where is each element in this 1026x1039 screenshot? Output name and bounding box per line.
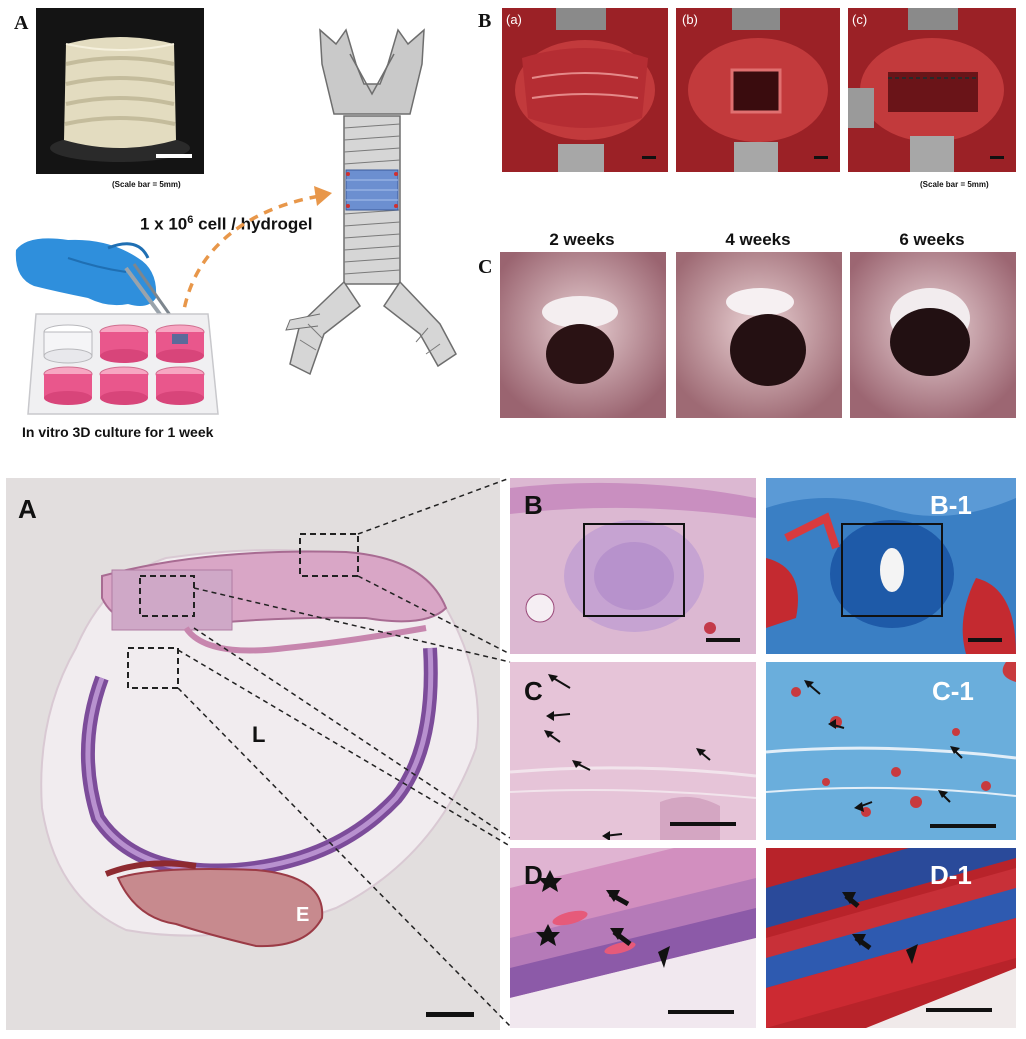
well-plate-illustration xyxy=(27,313,219,415)
overview-panel-label: A xyxy=(18,494,37,524)
histology-panel-b1 xyxy=(766,478,1016,654)
lumen-label: L xyxy=(252,722,266,747)
histology-panel-c xyxy=(510,662,756,840)
surgery-photo-a xyxy=(502,8,668,172)
overview-section xyxy=(6,478,500,1030)
histology-panel-c1 xyxy=(766,662,1016,840)
histology-label-c: C xyxy=(524,676,543,706)
endoscopy-6-weeks xyxy=(850,252,1016,418)
culture-caption: In vitro 3D culture for 1 week xyxy=(22,424,214,440)
timepoint-2-weeks: 2 weeks xyxy=(549,230,615,249)
endoscopy-2-weeks xyxy=(500,252,666,418)
histology-label-b1: B-1 xyxy=(930,490,972,520)
histology-label-c1: C-1 xyxy=(932,676,974,706)
surgery-sub-c: (c) xyxy=(852,12,868,27)
trachea-illustration xyxy=(285,28,457,376)
histology-panel-b xyxy=(510,478,756,654)
endoscopy-4-weeks xyxy=(676,252,842,418)
esophagus-label: E xyxy=(296,904,310,926)
overview-histology xyxy=(40,533,479,1017)
surgery-sub-a: (a) xyxy=(506,12,522,27)
histology-label-b: B xyxy=(524,490,543,520)
surgery-photo-c xyxy=(848,8,1016,172)
cell-density-exponent: 6 xyxy=(187,214,194,226)
histology-label-d: D xyxy=(524,860,543,890)
scaffold-illustration xyxy=(50,37,192,162)
cell-density-suffix: cell / hydrogel xyxy=(193,214,313,234)
histology-panel-d xyxy=(510,848,756,1028)
timepoint-6-weeks: 6 weeks xyxy=(899,230,965,249)
scale-bar-note-a: (Scale bar = 5mm) xyxy=(112,180,181,189)
top-panel-a-label: A xyxy=(14,12,29,34)
top-panel-b-label: B xyxy=(478,10,492,32)
surgery-photo-b xyxy=(676,8,840,172)
surgery-sub-b: (b) xyxy=(682,12,698,27)
timepoint-4-weeks: 4 weeks xyxy=(725,230,791,249)
transfer-arrow xyxy=(180,186,332,324)
cell-density-prefix: 1 x 10 xyxy=(140,214,188,234)
zoom-connector-lines xyxy=(177,477,511,1027)
scale-bar-note-b: (Scale bar = 5mm) xyxy=(920,180,989,189)
histology-panel-d1 xyxy=(766,848,1016,1028)
top-panel-c-label: C xyxy=(478,256,493,278)
cell-density-label: 1 x 106 cell / hydrogel xyxy=(140,214,312,235)
scaffold-photo xyxy=(36,8,204,174)
histology-label-d1: D-1 xyxy=(930,860,972,890)
